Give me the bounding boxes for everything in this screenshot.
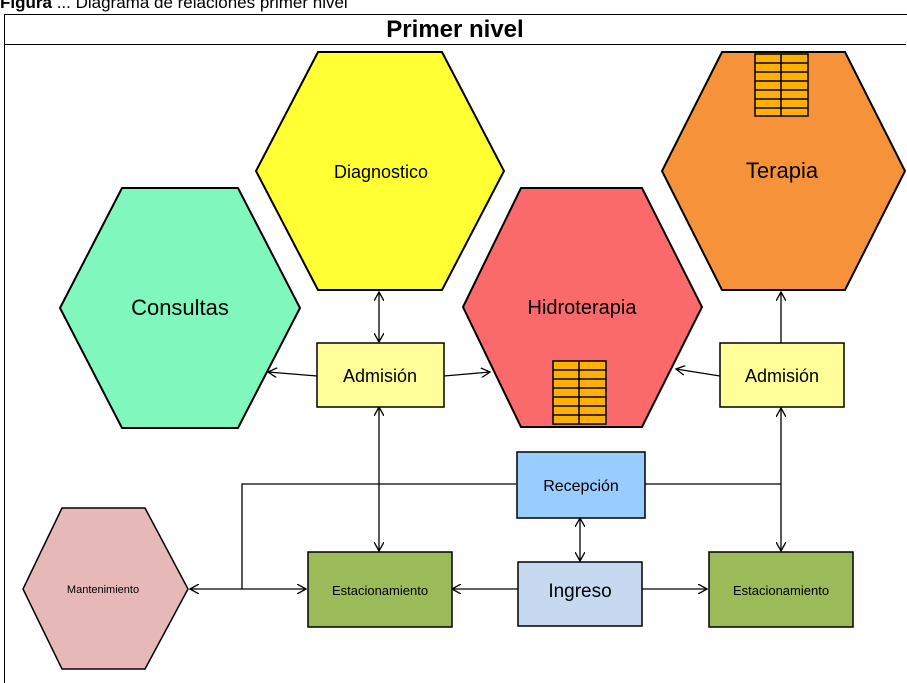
hidroterapia-label: Hidroterapia xyxy=(528,297,638,319)
stairs-icon xyxy=(552,360,607,425)
consultas-hexagon xyxy=(58,187,302,429)
admision-label-left: Admisión xyxy=(343,366,417,386)
estacionamiento-label-right: Estacionamiento xyxy=(733,583,829,598)
diagram-title: Primer nivel xyxy=(4,14,906,45)
arrow-admision-hidroterapia xyxy=(443,372,490,376)
diagnostico-label: Diagnostico xyxy=(334,162,428,182)
terapia-hexagon xyxy=(660,51,907,291)
recepcion-box xyxy=(516,451,646,519)
ingreso-box xyxy=(517,561,643,627)
estacionamiento-label-left: Estacionamiento xyxy=(332,583,428,598)
caption-text: ... Diagrama de relaciones primer nivel xyxy=(56,0,348,12)
terapia-label: Terapia xyxy=(746,158,819,183)
figure-caption: Figura ... Diagrama de relaciones primer… xyxy=(0,0,348,13)
arrow-admision-hidroterapia-right xyxy=(676,369,721,377)
connector-lines xyxy=(241,483,781,589)
estacionamiento-box-left xyxy=(307,551,453,628)
admision-box-right xyxy=(719,342,845,408)
ingreso-label: Ingreso xyxy=(548,581,611,602)
admision-label-right: Admisión xyxy=(745,366,819,386)
caption-prefix: Figura xyxy=(0,0,52,12)
estacionamiento-box-right xyxy=(708,551,854,628)
admision-box-left xyxy=(316,342,445,408)
mantenimiento-hexagon xyxy=(22,507,189,670)
recepcion-label: Recepción xyxy=(543,478,619,495)
arrow-admision-consultas xyxy=(268,372,318,376)
mantenimiento-label: Mantenimiento xyxy=(67,584,139,596)
consultas-label: Consultas xyxy=(131,295,229,320)
diagram-frame xyxy=(4,14,907,683)
hidroterapia-hexagon xyxy=(461,187,704,428)
diagnostico-hexagon xyxy=(254,51,506,291)
stairs-icon xyxy=(754,53,809,117)
